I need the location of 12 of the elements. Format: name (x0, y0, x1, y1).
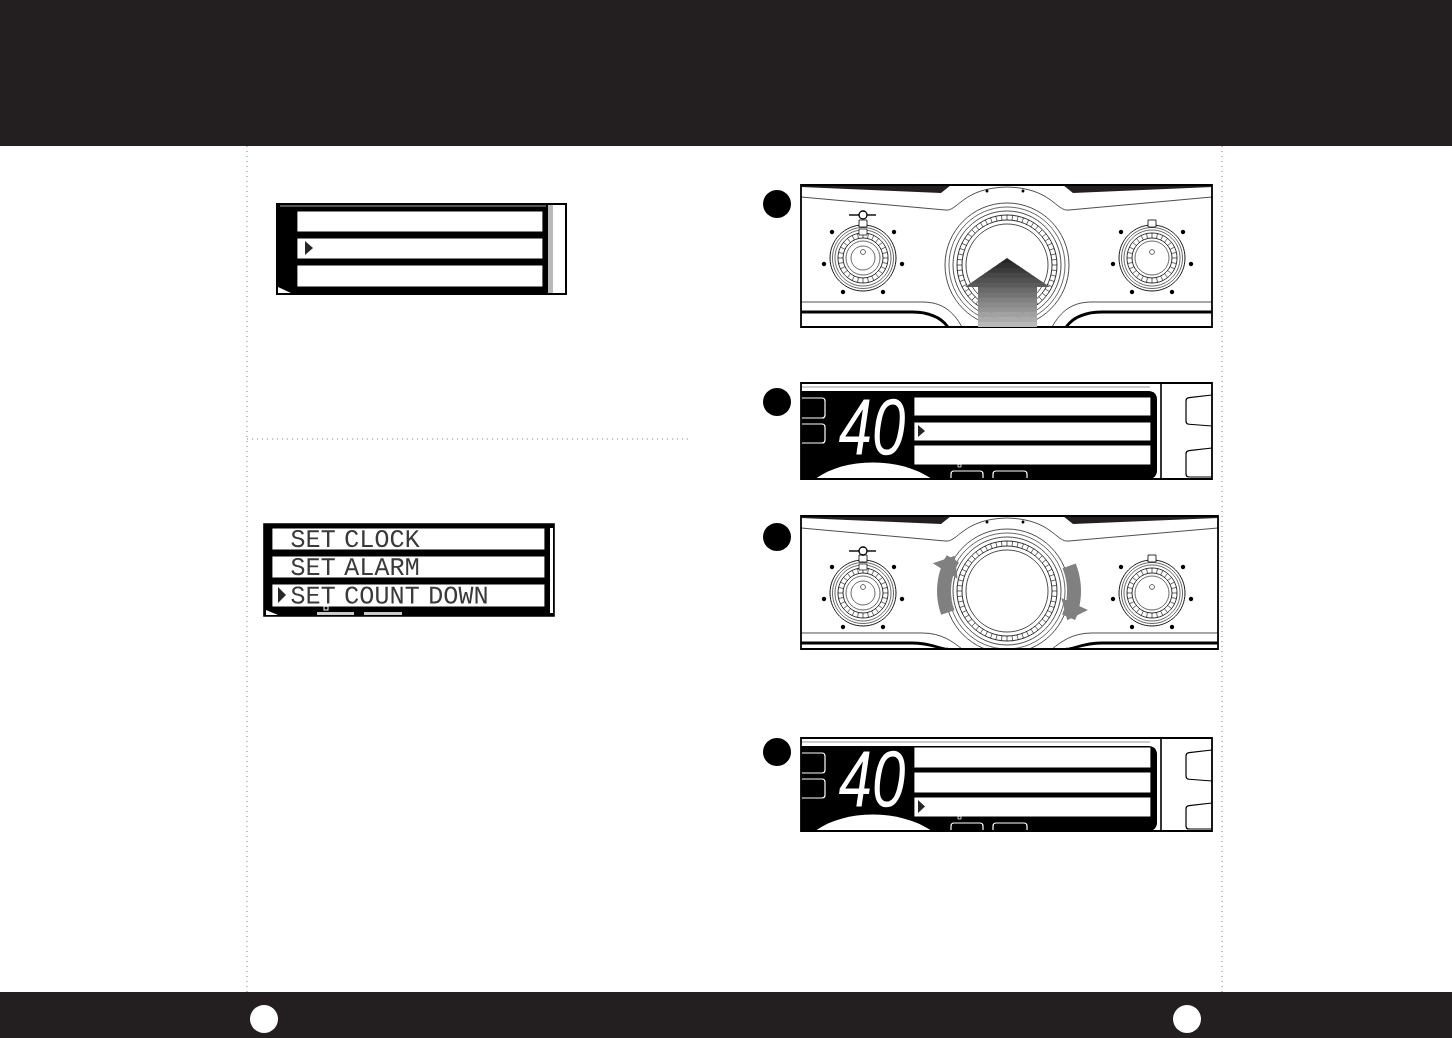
menu-row (297, 211, 543, 232)
menu-row (914, 772, 1151, 793)
menu-row (297, 265, 543, 287)
menu-row (914, 422, 1151, 441)
menu-row (914, 747, 1151, 768)
menu-row: SET ALARM (272, 556, 545, 578)
display-digits: 40 (839, 398, 905, 456)
menu-row (297, 238, 543, 259)
display-digits: 40 (839, 750, 905, 808)
menu-row: SET COUNT DOWN (272, 584, 545, 607)
menu-row (914, 397, 1151, 416)
menu-row: SET CLOCK (272, 528, 545, 550)
